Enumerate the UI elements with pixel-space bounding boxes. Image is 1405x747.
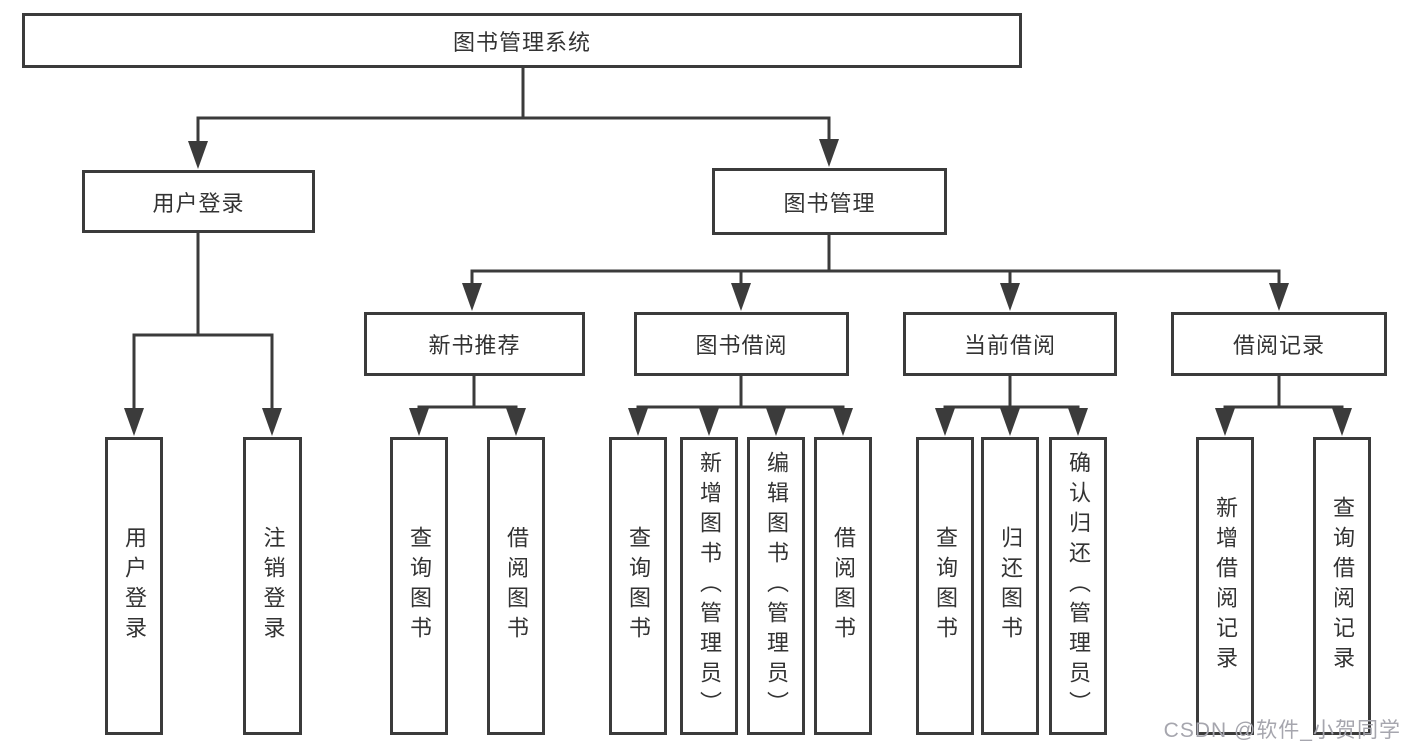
node-borrow-records: 借阅记录 <box>1171 312 1387 376</box>
node-label: 查询图书 <box>407 526 432 646</box>
node-label: 当前借阅 <box>963 333 1056 358</box>
node-label: 新书推荐 <box>428 333 521 358</box>
node-query-borrow-record: 查询借阅记录 <box>1313 437 1371 735</box>
node-label: 图书管理系统 <box>452 29 591 55</box>
node-label: 借阅图书 <box>504 526 529 646</box>
node-label: 图书借阅 <box>695 333 788 358</box>
node-user-login-action: 用户登录 <box>105 437 163 735</box>
node-query-books-borrow: 查询图书 <box>609 437 667 735</box>
node-user-login: 用户登录 <box>82 170 315 233</box>
node-label: 编辑图书（管理员） <box>764 451 789 721</box>
node-current-borrow: 当前借阅 <box>903 312 1117 376</box>
node-edit-book-admin: 编辑图书（管理员） <box>747 437 805 735</box>
node-label: 用户登录 <box>122 526 147 646</box>
node-confirm-return-admin: 确认归还（管理员） <box>1049 437 1107 735</box>
node-borrow-books-rec: 借阅图书 <box>487 437 545 735</box>
node-root: 图书管理系统 <box>22 13 1022 68</box>
node-label: 新增借阅记录 <box>1213 496 1238 676</box>
node-label: 归还图书 <box>998 526 1023 646</box>
node-label: 查询借阅记录 <box>1330 496 1355 676</box>
node-label: 借阅记录 <box>1232 333 1325 358</box>
node-new-book-rec: 新书推荐 <box>364 312 585 376</box>
node-label: 查询图书 <box>626 526 651 646</box>
node-label: 注销登录 <box>260 526 286 646</box>
node-book-borrow: 图书借阅 <box>634 312 849 376</box>
node-return-books: 归还图书 <box>981 437 1039 735</box>
node-query-books-rec: 查询图书 <box>390 437 448 735</box>
node-label: 新增图书（管理员） <box>697 451 722 721</box>
node-logout-action: 注销登录 <box>243 437 302 735</box>
node-add-borrow-record: 新增借阅记录 <box>1196 437 1254 735</box>
node-label: 用户登录 <box>152 190 245 216</box>
node-query-books-current: 查询图书 <box>916 437 974 735</box>
node-label: 图书管理 <box>783 190 876 216</box>
node-add-book-admin: 新增图书（管理员） <box>680 437 738 735</box>
node-label: 借阅图书 <box>831 526 856 646</box>
node-borrow-books: 借阅图书 <box>814 437 872 735</box>
node-label: 查询图书 <box>933 526 958 646</box>
node-book-mgmt: 图书管理 <box>712 168 947 235</box>
node-label: 确认归还（管理员） <box>1066 451 1091 721</box>
